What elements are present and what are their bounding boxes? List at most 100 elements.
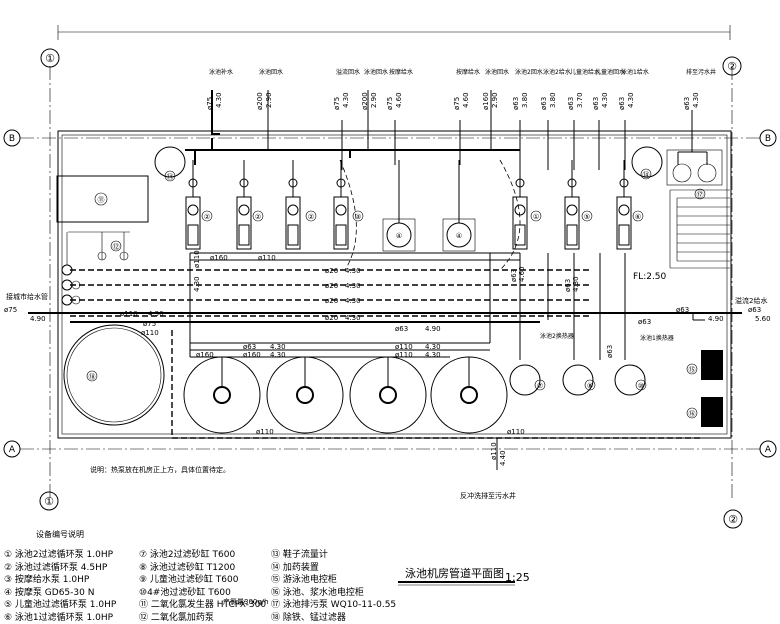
pipe-d20-4: ø20	[325, 314, 338, 322]
pipe-d75-a: ø75	[143, 320, 156, 328]
pipe-d160-row2: ø160	[243, 351, 261, 359]
legend-title: 设备编号说明	[36, 530, 84, 539]
riser-elev-8: 3.80	[549, 92, 557, 108]
riser-name-3: 泳池回水	[364, 68, 388, 76]
riser-name-8: 泳池2给水	[543, 68, 571, 76]
pipe-d63-a-elev: 4.90	[425, 325, 441, 333]
pipe-vert-elev-3: 4.30	[572, 276, 580, 292]
grid-bubble-1-bottom: ①	[44, 495, 54, 508]
pipe-d63-row1: ø63	[243, 343, 256, 351]
grid-bubble-2-top: ②	[727, 60, 737, 73]
riser-elev-0: 4.30	[215, 92, 223, 108]
pump-unit-0-part-2	[187, 224, 199, 246]
tag-14-left: ⑭	[167, 173, 174, 181]
legend-item-5-c3: ⑱ 除铁、锰过滤器	[271, 612, 346, 623]
scale-text: 1:25	[505, 571, 530, 584]
riser-elev-4: 4.60	[395, 92, 403, 108]
legend-item-0-c1: ① 泳池2过滤循环泵 1.0HP	[4, 550, 114, 560]
tag-2b: ②	[255, 213, 261, 221]
riser-name-9: 儿童池给水	[570, 68, 600, 76]
left-equipment: ⑪ ⑭ ⑭ ⑰ ⑫	[56, 146, 723, 306]
riser-dia-12: ø63	[683, 97, 691, 110]
equipment-tags-top: ② ② ② ③ ① ⑤ ⑥	[201, 210, 644, 222]
grid-bubble-b-left: B	[9, 134, 15, 144]
legend-item-1-c3: ⑭ 加药装置	[271, 562, 319, 573]
tag-1: ①	[533, 213, 539, 221]
riser-elev-1: 2.90	[265, 92, 273, 108]
right-outlet-dia: ø63	[748, 306, 761, 314]
legend-item-1-c2: ⑧ 泳池过滤砂缸 T1200	[139, 562, 236, 573]
pipe-d160-a: ø160	[210, 254, 228, 262]
tag-11: ⑪	[98, 196, 105, 204]
tag-4-0: ④	[396, 232, 402, 240]
filter-tank-valve-3	[460, 386, 478, 404]
pipe-d20-4-elev: 4.30	[345, 314, 361, 322]
tag-17: ⑰	[697, 191, 704, 199]
grid-bubble-b-right: B	[765, 134, 771, 144]
right-outlet-elev: 5.60	[755, 315, 771, 323]
heat-exchangers: ⑦ ⑧ ⑩ 泳池2换热器 泳池1换热器	[509, 332, 674, 396]
filter-tanks	[183, 356, 508, 434]
title-text: 泳池机房管道平面图	[405, 566, 504, 580]
pump-unit-6-part-2	[618, 224, 630, 246]
drain-elev: 4.40	[499, 450, 507, 466]
riser-name-10: 儿童池回水	[595, 68, 625, 76]
drawing-title: 泳池机房管道平面图 1:25	[398, 566, 530, 586]
pipe-d110-a: ø110	[258, 254, 276, 262]
floor-level-label: FL:2.50	[633, 272, 667, 282]
grid-bubble-1-top: ①	[45, 52, 55, 65]
grid-bubble-a-right: A	[765, 445, 772, 455]
legend-item-4-c3pre: 产氯量300g/h	[223, 598, 269, 606]
riser-elev-6: 2.90	[491, 92, 499, 108]
riser-dia-7: ø63	[512, 97, 520, 110]
legend-item-4-c2: ⑪ 二氧化氯发生器 HTCFX-300	[139, 600, 267, 610]
pump-unit-1-part-1	[238, 204, 250, 216]
riser-name-1: 泳池回水	[259, 68, 283, 76]
pipe-d110-row1: ø110	[395, 343, 413, 351]
pump-unit-4-part-1	[514, 204, 526, 216]
tag-16: ⑯	[689, 410, 696, 418]
tag-6: ⑥	[635, 213, 641, 221]
pipe-bottom-d110-b: ø110	[507, 428, 525, 436]
filter-tank-valve-1	[296, 386, 314, 404]
riser-elev-5: 4.60	[462, 92, 470, 108]
pipe-vert-d110: ø110	[193, 250, 201, 268]
riser-name-2: 溢流回水	[336, 68, 360, 76]
pipe-d20-1: ø20	[325, 267, 338, 275]
pipe-right-d63-elev: 4.90	[708, 315, 724, 323]
riser-elev-2: 4.30	[342, 92, 350, 108]
riser-name-5: 按摩给水	[456, 68, 480, 76]
legend-item-1-c1: ② 泳池过滤循环泵 4.5HP	[4, 562, 108, 573]
legend-item-5-c2: ⑫ 二氧化氯加药泵	[139, 612, 214, 623]
pipe-d63-a: ø63	[395, 325, 408, 333]
riser-dia-3: ø200	[361, 92, 369, 110]
riser-dia-10: ø63	[592, 97, 600, 110]
left-inlet-dia: ø75	[4, 306, 17, 314]
left-inlet-label: 接城市给水管	[6, 292, 48, 301]
filter-tank-valve-0	[213, 386, 231, 404]
pipe-d110-row2: ø110	[395, 351, 413, 359]
riser-elev-3: 2.90	[370, 92, 378, 108]
tag-7: ⑦	[537, 382, 543, 390]
legend-item-0-c3: ⑬ 鞋子流量计	[271, 550, 328, 560]
pipe-d20-2: ø20	[325, 282, 338, 290]
pipe-bottom-d110-a: ø110	[256, 428, 274, 436]
tag-2a: ②	[204, 213, 210, 221]
riser-dia-5: ø75	[453, 97, 461, 110]
riser-elev-7: 3.80	[521, 92, 529, 108]
tag-15: ⑮	[689, 366, 696, 374]
grid-bubble-2-bottom: ②	[728, 513, 738, 526]
pump-unit-2-part-1	[287, 204, 299, 216]
legend-item-2-c3: ⑮ 游泳池电控柜	[271, 575, 337, 585]
pump-unit-5-part-2	[566, 224, 578, 246]
legend-item-4-c3: ⑰ 泳池排污泵 WQ10-11-0.55	[271, 600, 397, 610]
heat-exchanger-1-label: 泳池2换热器	[540, 332, 574, 340]
riser-name-6: 泳池回水	[485, 68, 509, 76]
pipe-d63-row1-elev: 4.30	[270, 343, 286, 351]
pump-unit-5-part-1	[566, 204, 578, 216]
legend-item-2-c1: ③ 按摩给水泵 1.0HP	[4, 575, 90, 585]
pipe-d20-3-elev: 4.30	[345, 297, 361, 305]
pipe-d63-lower-2: ø63	[638, 318, 651, 326]
